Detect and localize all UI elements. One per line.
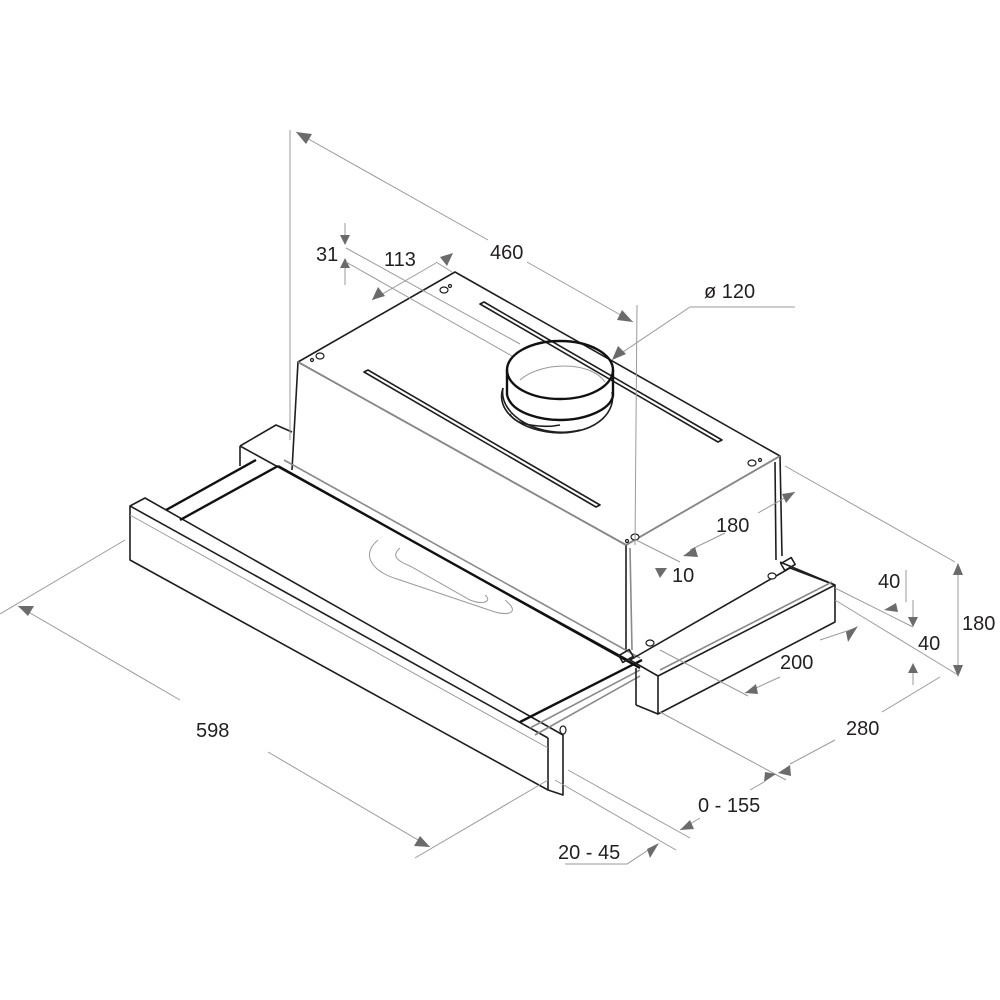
- duct-collar: [500, 339, 615, 434]
- dim-label-height-180: 180: [962, 613, 996, 635]
- dim-label-rail-bottom-40: 40: [918, 633, 941, 655]
- base-rail: [618, 556, 836, 715]
- dim-label-front-range: 20 - 45: [558, 842, 621, 864]
- dim-label-duct-offset-113: 113: [384, 249, 416, 271]
- dim-label-rail-top-40: 40: [878, 571, 901, 593]
- dim-label-offset-10: 10: [672, 565, 695, 587]
- hood-frame: [239, 424, 836, 661]
- dim-label-body-depth-180: 180: [716, 515, 750, 537]
- dim-label-base-280: 280: [846, 718, 880, 740]
- dim-label-depth-460: 460: [490, 242, 524, 264]
- pull-out-drawer: [129, 458, 643, 796]
- hood-body: [291, 271, 783, 651]
- dim-label-offset-31: 31: [316, 244, 339, 266]
- dim-label-width-598: 598: [196, 720, 230, 742]
- dim-label-rail-200: 200: [780, 652, 814, 674]
- dimension-lines: [0, 130, 963, 865]
- dim-label-duct-diameter: ø 120: [704, 281, 756, 303]
- dim-label-extension-range: 0 - 155: [698, 795, 761, 817]
